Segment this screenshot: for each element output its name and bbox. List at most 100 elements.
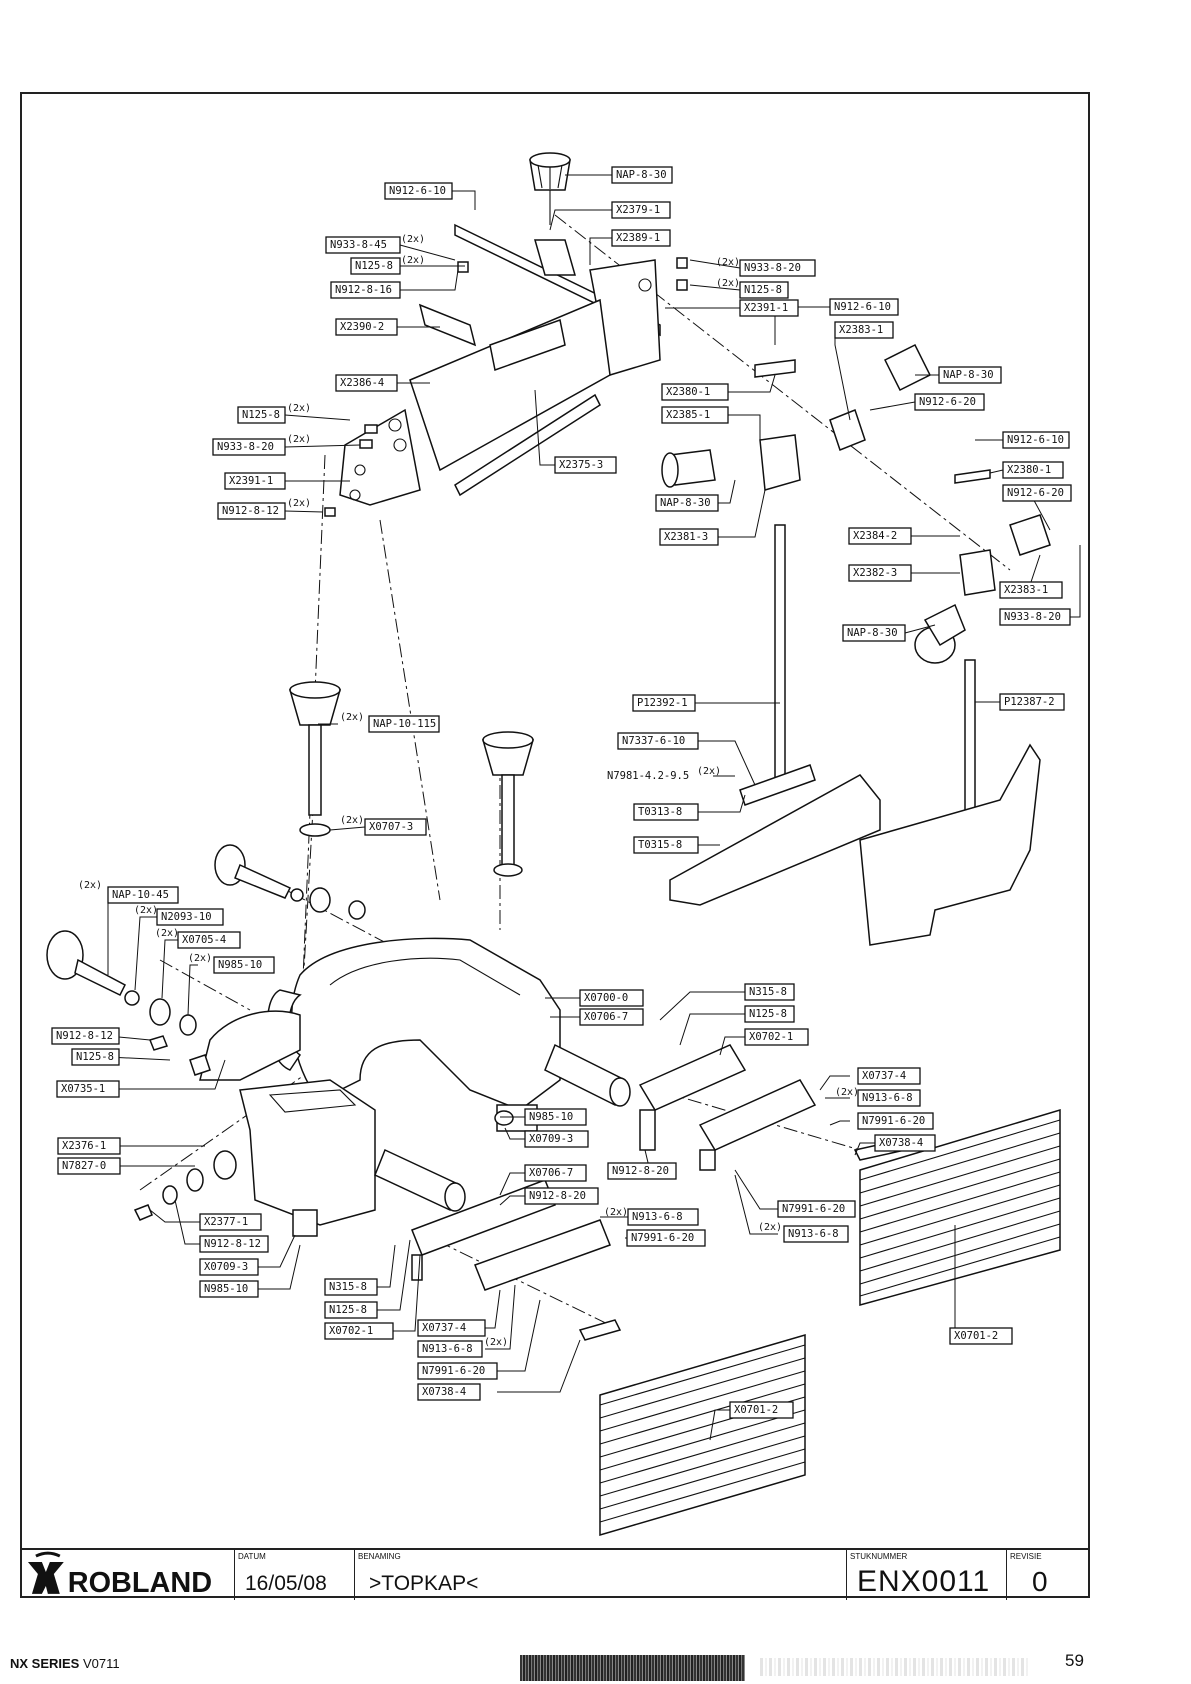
svg-text:(2x): (2x) <box>287 434 311 445</box>
part-label: T0313-8 <box>633 803 699 821</box>
series-name: NX SERIES <box>10 1656 80 1671</box>
part-label: NAP-8-30 <box>842 624 906 642</box>
part-label: N912-8-12 <box>199 1235 269 1253</box>
part-label: X0702-1 <box>324 1322 394 1340</box>
part-label: X2382-3 <box>848 564 912 582</box>
datum-field: DATUM 16/05/08 <box>235 1550 355 1600</box>
robland-logo: ROBLAND <box>20 1550 235 1600</box>
svg-text:X2389-1: X2389-1 <box>616 232 660 244</box>
part-label: N912-6-20 <box>1002 484 1072 502</box>
svg-text:N912-8-16: N912-8-16 <box>335 284 392 296</box>
svg-text:N125-8: N125-8 <box>242 409 280 421</box>
part-label: X0709-3 <box>524 1130 589 1148</box>
svg-text:(2x): (2x) <box>604 1207 628 1218</box>
lower-rods <box>46 681 534 1036</box>
svg-text:N7991-6-20: N7991-6-20 <box>422 1365 485 1377</box>
svg-text:N125-8: N125-8 <box>355 260 393 272</box>
part-label: N7981-4.2-9.5 <box>607 770 689 782</box>
svg-text:N913-6-8: N913-6-8 <box>422 1343 473 1355</box>
part-label: X0737-4 <box>857 1067 921 1085</box>
svg-text:NAP-8-30: NAP-8-30 <box>616 169 667 181</box>
svg-text:NAP-8-30: NAP-8-30 <box>660 497 711 509</box>
svg-text:ROBLAND: ROBLAND <box>68 1567 212 1599</box>
part-label: NAP-8-30 <box>611 166 673 184</box>
svg-text:(2x): (2x) <box>134 905 158 916</box>
svg-text:(2x): (2x) <box>484 1337 508 1348</box>
svg-text:(2x): (2x) <box>340 712 364 723</box>
svg-text:N912-8-20: N912-8-20 <box>529 1190 586 1202</box>
svg-text:X0705-4: X0705-4 <box>182 934 226 946</box>
stuknummer-value: ENX0011 <box>857 1565 991 1598</box>
svg-text:(2x): (2x) <box>155 928 179 939</box>
svg-text:N2093-10: N2093-10 <box>161 911 212 923</box>
part-label: N7827-0 <box>57 1157 121 1175</box>
part-label: X0702-1 <box>744 1028 809 1046</box>
svg-text:(2x): (2x) <box>716 257 740 268</box>
part-label: N913-6-8 <box>417 1340 483 1358</box>
stuknummer-field: STUKNUMMER ENX0011 <box>847 1550 1007 1600</box>
part-label: N7991-6-20 <box>626 1229 706 1247</box>
part-labels: N912-6-10 NAP-8-30 X2379-1 X2389-1 N933-… <box>51 166 1072 1419</box>
part-label: N315-8 <box>324 1278 378 1296</box>
part-label: N7991-6-20 <box>777 1200 856 1218</box>
svg-text:X2386-4: X2386-4 <box>340 377 384 389</box>
part-label: X2381-3 <box>659 528 719 546</box>
svg-text:(2x): (2x) <box>835 1087 859 1098</box>
svg-text:(2x): (2x) <box>401 255 425 266</box>
svg-text:N912-6-20: N912-6-20 <box>1007 487 1064 499</box>
part-label: N913-6-8 <box>627 1208 699 1226</box>
svg-text:N913-6-8: N913-6-8 <box>632 1211 683 1223</box>
part-label: N125-8 <box>237 406 286 424</box>
part-label: X0700-0 <box>579 989 644 1007</box>
part-label: N7991-6-20 <box>417 1362 498 1380</box>
svg-text:X2383-1: X2383-1 <box>839 324 883 336</box>
svg-text:X0709-3: X0709-3 <box>204 1261 248 1273</box>
svg-text:(2x): (2x) <box>697 766 721 777</box>
svg-text:X2391-1: X2391-1 <box>744 302 788 314</box>
part-label: NAP-10-45 <box>107 886 179 904</box>
scan-fade <box>760 1658 1030 1676</box>
svg-text:N7991-6-20: N7991-6-20 <box>631 1232 694 1244</box>
part-label: X2377-1 <box>199 1213 262 1231</box>
svg-text:NAP-8-30: NAP-8-30 <box>943 369 994 381</box>
svg-text:N125-8: N125-8 <box>76 1051 114 1063</box>
page-number: 59 <box>1065 1651 1084 1670</box>
svg-text:N913-6-8: N913-6-8 <box>862 1092 913 1104</box>
part-label: X0737-4 <box>417 1319 486 1337</box>
svg-text:X2384-2: X2384-2 <box>853 530 897 542</box>
part-label: N125-8 <box>350 257 401 275</box>
part-label: N912-8-12 <box>51 1027 120 1045</box>
revisie-value: 0 <box>1032 1566 1048 1597</box>
svg-text:X2390-2: X2390-2 <box>340 321 384 333</box>
svg-text:N912-8-12: N912-8-12 <box>56 1030 113 1042</box>
part-label: N933-8-20 <box>739 259 816 277</box>
part-label: N125-8 <box>324 1301 378 1319</box>
part-label: X2383-1 <box>834 321 894 339</box>
svg-text:X2376-1: X2376-1 <box>62 1140 106 1152</box>
part-label: X0709-3 <box>199 1258 259 1276</box>
benaming-field: BENAMING >TOPKAP< <box>355 1550 847 1600</box>
svg-text:X0706-7: X0706-7 <box>529 1167 573 1179</box>
part-label: NAP-10-115 <box>368 715 440 733</box>
svg-text:N912-6-10: N912-6-10 <box>1007 434 1064 446</box>
svg-text:NAP-10-45: NAP-10-45 <box>112 889 169 901</box>
upper-guard-assembly <box>324 152 688 517</box>
part-label: X0701-2 <box>729 1401 794 1419</box>
svg-text:X0701-2: X0701-2 <box>734 1404 778 1416</box>
svg-text:N125-8: N125-8 <box>744 284 782 296</box>
part-label: N912-6-10 <box>829 298 899 316</box>
svg-text:N985-10: N985-10 <box>218 959 262 971</box>
svg-text:N912-8-12: N912-8-12 <box>204 1238 261 1250</box>
part-label: X2379-1 <box>611 201 671 219</box>
part-label: N912-8-12 <box>217 502 286 520</box>
part-label: N912-8-20 <box>607 1162 677 1180</box>
part-label: N985-10 <box>213 956 275 974</box>
benaming-value: >TOPKAP< <box>369 1572 479 1595</box>
benaming-caption: BENAMING <box>358 1552 401 1561</box>
svg-text:X2381-3: X2381-3 <box>664 531 708 543</box>
part-label: N7337-6-10 <box>617 732 699 750</box>
part-label: X0706-7 <box>579 1008 644 1026</box>
svg-text:X2385-1: X2385-1 <box>666 409 710 421</box>
svg-text:N7981-4.2-9.5: N7981-4.2-9.5 <box>607 770 689 782</box>
